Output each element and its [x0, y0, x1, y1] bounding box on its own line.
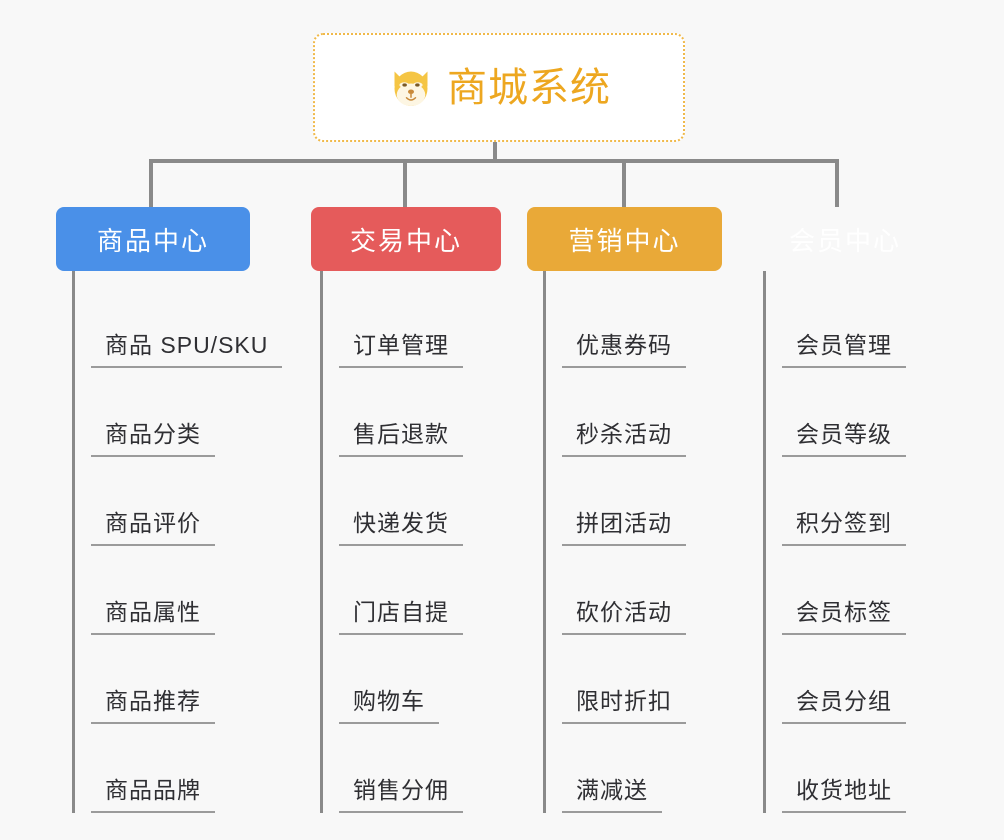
branch-header-3-label: 营销中心 [568, 225, 681, 256]
branch-header-3[interactable]: 营销中心 [527, 207, 722, 271]
list-item[interactable]: 拼团活动 [562, 457, 787, 546]
list-item-label: 商品推荐 [91, 682, 215, 724]
list-item-label: 砍价活动 [562, 593, 686, 635]
branch-4-item-list: 会员管理 会员等级 积分签到 会员标签 会员分组 收货地址 [763, 271, 985, 813]
list-item-label: 限时折扣 [562, 682, 686, 724]
list-item-label: 销售分佣 [339, 771, 463, 813]
list-item-label: 会员分组 [782, 682, 906, 724]
list-item-label: 优惠券码 [562, 326, 686, 368]
list-item-label: 订单管理 [339, 326, 463, 368]
list-item[interactable]: 快递发货 [339, 457, 571, 546]
branch-header-2[interactable]: 交易中心 [311, 207, 501, 271]
list-item[interactable]: 售后退款 [339, 368, 571, 457]
root-title: 商城系统 [447, 65, 611, 110]
list-item[interactable]: 限时折扣 [562, 635, 787, 724]
list-item-label: 商品评价 [91, 504, 215, 546]
list-item-label: 商品 SPU/SKU [91, 326, 283, 368]
list-item-label: 购物车 [339, 682, 439, 724]
branch-2-item-list: 订单管理 售后退款 快递发货 门店自提 购物车 销售分佣 [320, 271, 571, 813]
list-item[interactable]: 会员分组 [782, 635, 985, 724]
list-item[interactable]: 秒杀活动 [562, 368, 787, 457]
list-item[interactable]: 门店自提 [339, 546, 571, 635]
list-item-label: 门店自提 [339, 593, 463, 635]
list-item-label: 收货地址 [782, 771, 906, 813]
connector-root-stem [493, 142, 497, 162]
list-item[interactable]: 商品品牌 [91, 724, 356, 813]
list-item-label: 积分签到 [782, 504, 906, 546]
list-item-label: 秒杀活动 [562, 415, 686, 457]
list-item[interactable]: 商品属性 [91, 546, 356, 635]
list-item[interactable]: 收货地址 [782, 724, 985, 813]
branch-3-item-list: 优惠券码 秒杀活动 拼团活动 砍价活动 限时折扣 满减送 [543, 271, 787, 813]
list-item[interactable]: 砍价活动 [562, 546, 787, 635]
branch-header-1[interactable]: 商品中心 [56, 207, 250, 271]
list-item[interactable]: 会员标签 [782, 546, 985, 635]
list-item[interactable]: 商品推荐 [91, 635, 356, 724]
list-item[interactable]: 商品评价 [91, 457, 356, 546]
branch-column-1: 商品中心 商品 SPU/SKU 商品分类 商品评价 商品属性 商品推荐 商品品牌 [56, 207, 356, 813]
branch-column-3: 营销中心 优惠券码 秒杀活动 拼团活动 砍价活动 限时折扣 满减送 [527, 207, 787, 813]
list-item-label: 售后退款 [339, 415, 463, 457]
list-item-label: 会员等级 [782, 415, 906, 457]
branch-1-item-list: 商品 SPU/SKU 商品分类 商品评价 商品属性 商品推荐 商品品牌 [72, 271, 356, 813]
branch-header-1-label: 商品中心 [96, 225, 209, 256]
list-item[interactable]: 商品分类 [91, 368, 356, 457]
list-item-label: 商品品牌 [91, 771, 215, 813]
list-item[interactable]: 积分签到 [782, 457, 985, 546]
list-item[interactable]: 会员管理 [782, 279, 985, 368]
connector-drop-1 [149, 159, 153, 207]
connector-drop-2 [403, 159, 407, 207]
branch-header-2-label: 交易中心 [349, 225, 462, 256]
shiba-dog-icon [394, 71, 428, 107]
branch-column-4: 会员中心 会员管理 会员等级 积分签到 会员标签 会员分组 收货地址 [745, 207, 985, 813]
list-item-label: 会员标签 [782, 593, 906, 635]
list-item[interactable]: 订单管理 [339, 279, 571, 368]
branch-column-2: 交易中心 订单管理 售后退款 快递发货 门店自提 购物车 销售分佣 [311, 207, 571, 813]
branch-header-4[interactable]: 会员中心 [745, 207, 945, 271]
branch-header-4-label: 会员中心 [788, 225, 901, 256]
list-item-label: 商品分类 [91, 415, 215, 457]
list-item-label: 商品属性 [91, 593, 215, 635]
connector-drop-4 [835, 159, 839, 207]
list-item-label: 会员管理 [782, 326, 906, 368]
list-item[interactable]: 会员等级 [782, 368, 985, 457]
list-item-label: 满减送 [562, 771, 662, 813]
list-item[interactable]: 商品 SPU/SKU [91, 279, 356, 368]
list-item[interactable]: 销售分佣 [339, 724, 571, 813]
list-item[interactable]: 优惠券码 [562, 279, 787, 368]
root-node[interactable]: 商城系统 [313, 33, 685, 142]
connector-horizontal-bus [149, 159, 839, 163]
list-item-label: 快递发货 [339, 504, 463, 546]
connector-drop-3 [622, 159, 626, 207]
list-item-label: 拼团活动 [562, 504, 686, 546]
list-item[interactable]: 满减送 [562, 724, 787, 813]
list-item[interactable]: 购物车 [339, 635, 571, 724]
